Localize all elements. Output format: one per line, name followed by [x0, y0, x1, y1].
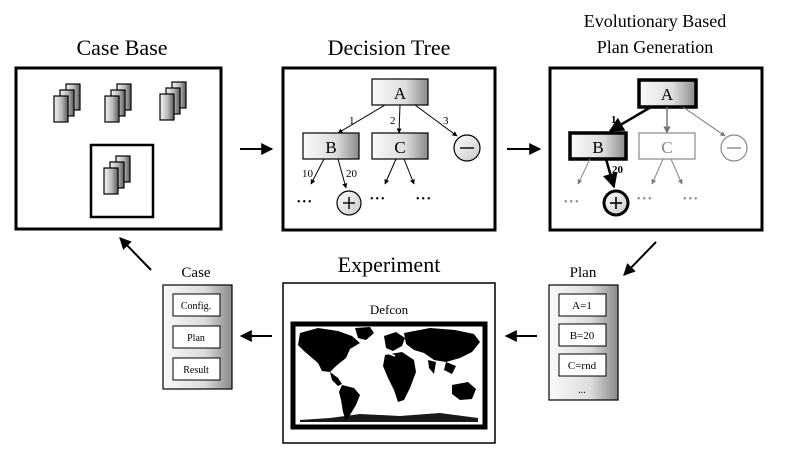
evo-ellipsis: •••: [637, 194, 654, 205]
evo-node-a-label: A: [661, 85, 674, 104]
case-base-panel: Case Base: [14, 35, 223, 231]
case-field-result: Result: [183, 365, 209, 376]
tree-ellipsis: •••: [297, 197, 314, 208]
evo-node-b: [568, 131, 628, 161]
evolutionary-panel: Evolutionary Based Plan Generation A 1 B…: [548, 11, 764, 232]
arrow-icon: [119, 237, 152, 271]
evo-node-c: [638, 132, 696, 160]
plan-title: Plan: [570, 265, 597, 281]
evo-node-b-label: B: [592, 138, 603, 157]
plus-node-icon: [602, 189, 630, 217]
evo-ellipsis: •••: [683, 194, 700, 205]
tree-ellipsis: •••: [416, 194, 433, 205]
edge-label-1: 1: [349, 115, 355, 127]
plan-field: [558, 353, 607, 377]
edge-label-3: 3: [443, 115, 449, 127]
plan-field-b: B=20: [570, 330, 595, 342]
tree-node-b-label: B: [325, 138, 336, 157]
evo-edge-label-1: 1: [611, 114, 617, 126]
tree-ellipsis: •••: [370, 194, 387, 205]
plan-more: ...: [578, 385, 586, 396]
tree-node-c: [371, 132, 429, 160]
minus-node-icon: [720, 134, 748, 162]
experiment-title: Experiment: [338, 252, 441, 277]
case-field-plan: Plan: [187, 333, 205, 344]
plan-panel: Plan A=1 B=20 C=rnd ...: [548, 265, 619, 401]
plan-field: [558, 323, 607, 347]
edge-label-2: 2: [390, 115, 396, 127]
case-title: Case: [181, 265, 211, 281]
plan-field-a: A=1: [572, 300, 592, 312]
defcon-label: Defcon: [370, 302, 409, 317]
case-panel: Case Config. Plan Result: [162, 265, 233, 390]
plan-field-c: C=rnd: [568, 360, 597, 372]
evolutionary-title-line1: Evolutionary Based: [584, 11, 726, 31]
decision-tree-panel: Decision Tree A 1 2 3 B C 10 20: [281, 35, 497, 232]
minus-node-icon: [453, 134, 481, 162]
evo-ellipsis: •••: [564, 197, 581, 208]
arrow-icon: [623, 241, 657, 276]
tree-node-b: [302, 132, 360, 160]
experiment-panel: Experiment Defcon: [282, 252, 496, 444]
plan-field: [558, 293, 607, 317]
decision-tree-title: Decision Tree: [328, 35, 451, 60]
edge-label-10: 10: [302, 168, 314, 180]
evo-node-c-label: C: [661, 138, 672, 157]
edge-label-20: 20: [346, 168, 358, 180]
evo-edge-label-20: 20: [612, 164, 624, 176]
plus-node-icon: [336, 190, 362, 216]
case-base-title: Case Base: [76, 35, 167, 60]
case-field-config: Config.: [181, 301, 211, 312]
world-map-icon: [290, 321, 488, 430]
tree-node-c-label: C: [394, 138, 405, 157]
evolutionary-title-line2: Plan Generation: [597, 37, 713, 57]
tree-node-a-label: A: [394, 84, 407, 103]
